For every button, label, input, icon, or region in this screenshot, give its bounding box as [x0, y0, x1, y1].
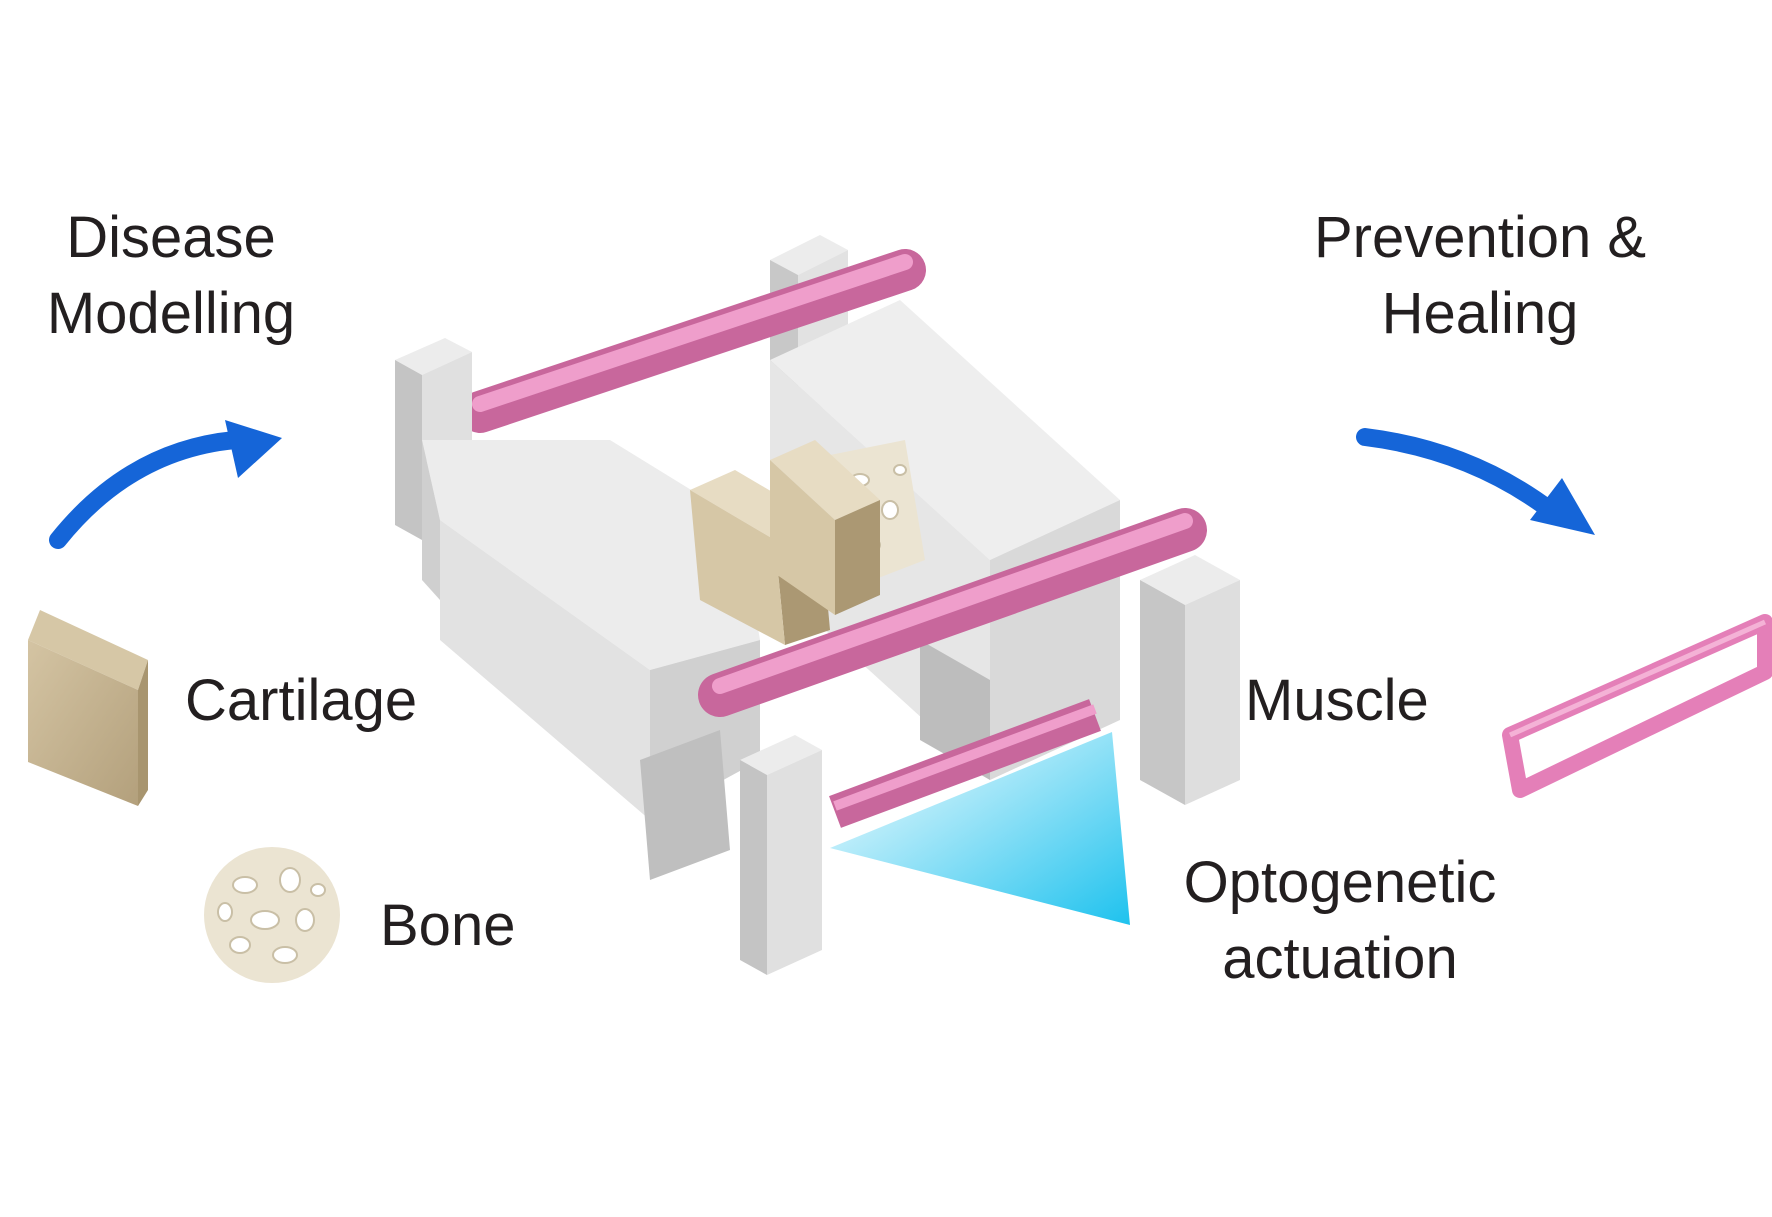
optogenetic-muscle-bar — [829, 699, 1101, 828]
central-cartilage-sample — [690, 440, 880, 645]
prevention-healing-label: Prevention & Healing — [1270, 200, 1690, 352]
muscle-ring-icon — [1502, 614, 1772, 798]
prevention-healing-line-1: Prevention & — [1313, 205, 1647, 270]
cartilage-label: Cartilage — [185, 668, 418, 733]
optogenetic-light-beam — [830, 732, 1130, 925]
optogenetic-line-2: actuation — [1222, 926, 1458, 991]
disease-modelling-arrow-icon — [49, 420, 282, 549]
front-muscle-bar — [698, 508, 1207, 717]
prevention-healing-arrow-icon — [1356, 428, 1595, 535]
disease-modelling-line-2: Modelling — [46, 281, 296, 346]
front-left-post — [740, 735, 822, 975]
bone-label: Bone — [380, 893, 516, 958]
bone-icon — [204, 847, 340, 983]
prevention-healing-line-2: Healing — [1381, 281, 1579, 346]
muscle-label: Muscle — [1245, 668, 1429, 733]
cartilage-icon — [28, 610, 148, 806]
disease-modelling-label: Disease Modelling — [20, 200, 322, 352]
optogenetic-actuation-label: Optogenetic actuation — [1140, 845, 1540, 997]
optogenetic-line-1: Optogenetic — [1183, 850, 1497, 915]
bioreactor-device — [395, 235, 1240, 975]
disease-modelling-line-1: Disease — [66, 205, 276, 270]
back-muscle-bar — [459, 249, 926, 433]
front-right-post — [1140, 555, 1240, 805]
left-frame-block — [395, 338, 760, 880]
